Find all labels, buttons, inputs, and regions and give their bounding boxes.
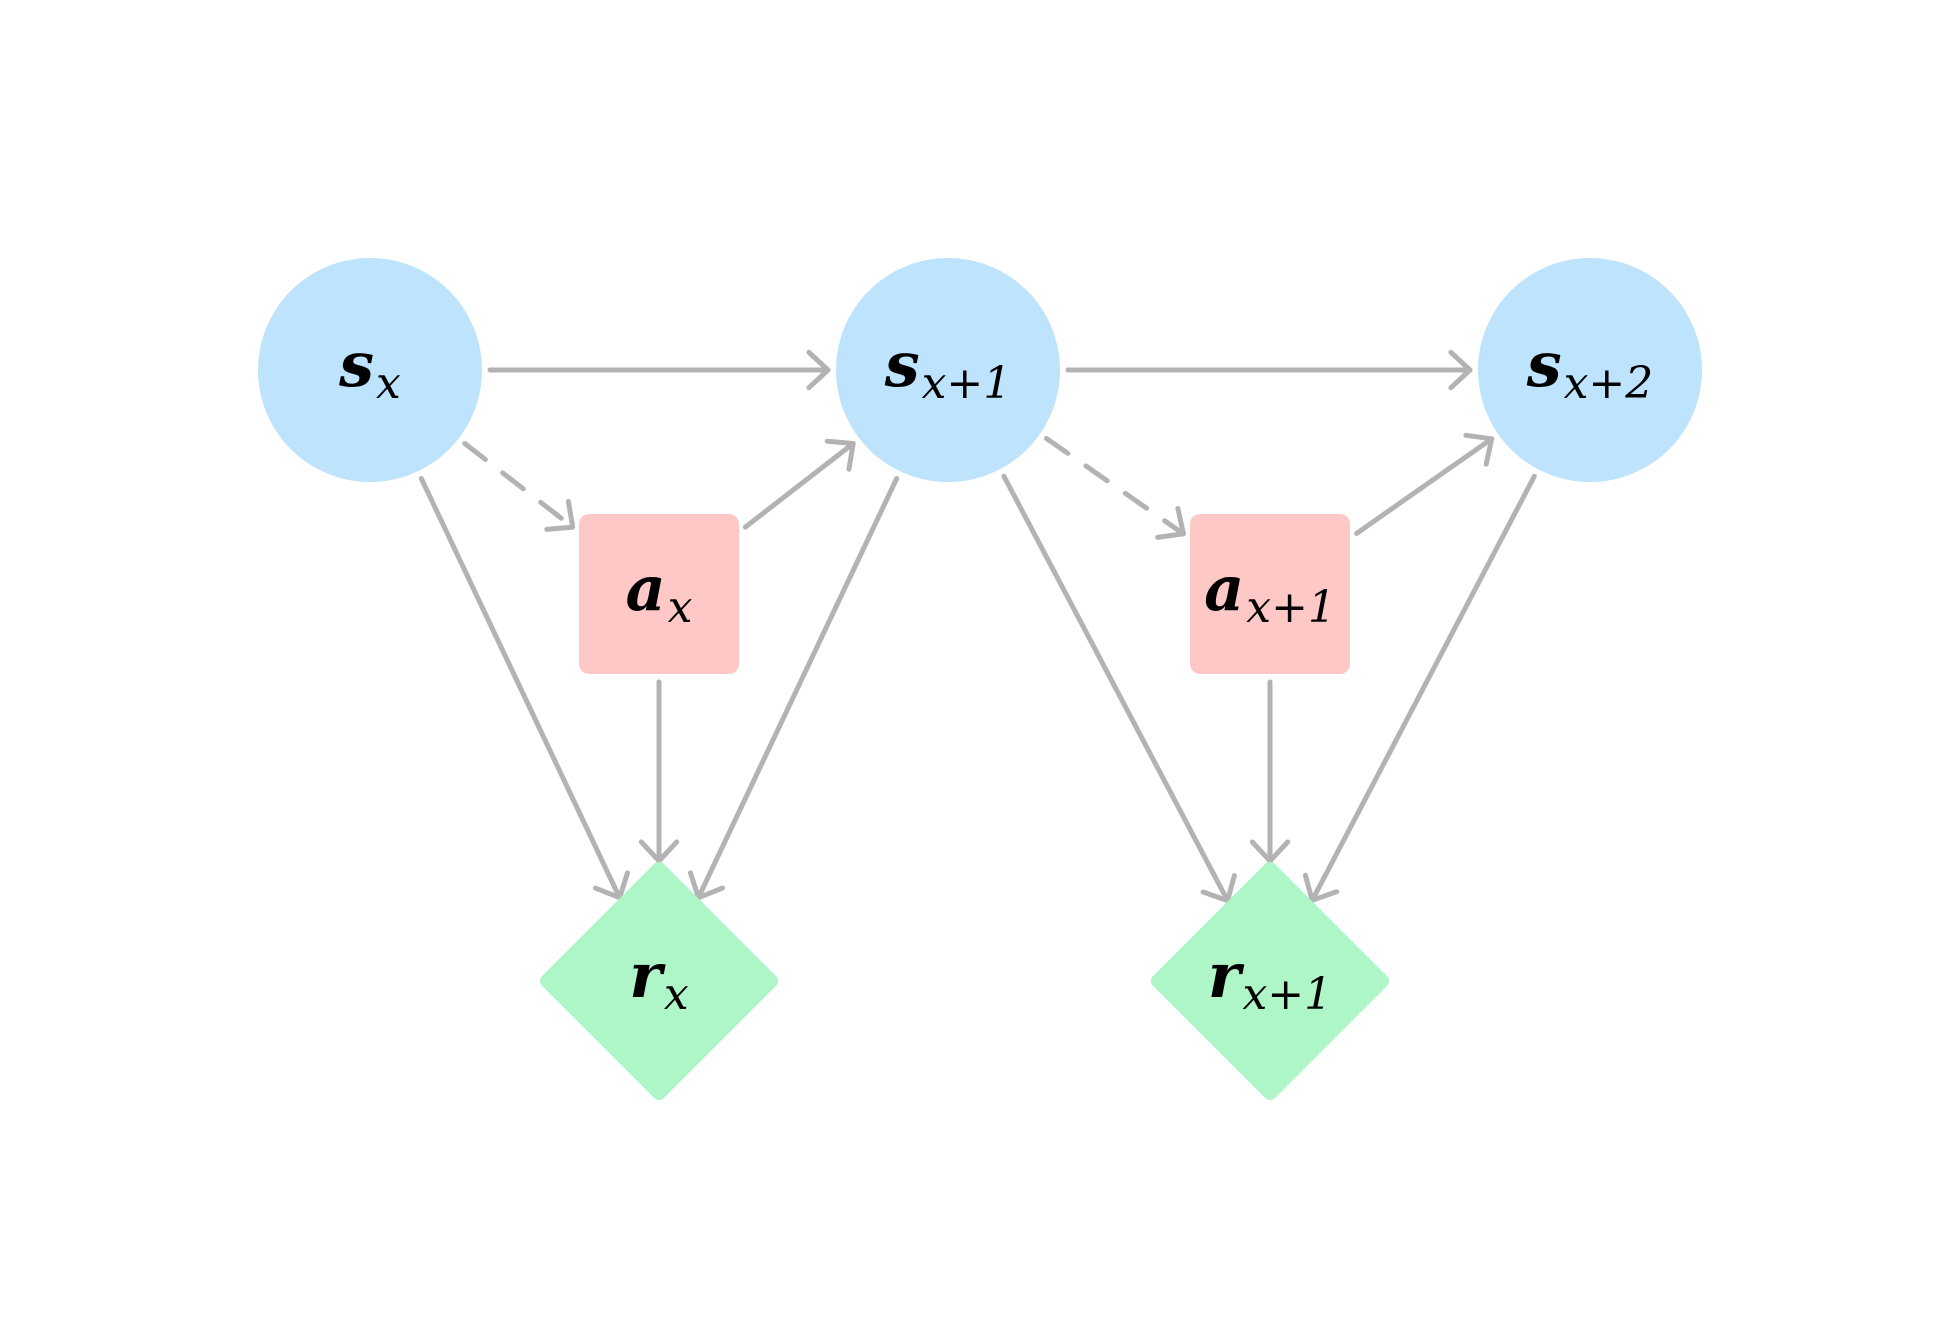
label-subscript: x xyxy=(668,582,693,633)
reward-node-r1: rx+1 xyxy=(1151,862,1389,1100)
state-label: sx xyxy=(338,328,401,409)
edge-s1-a1 xyxy=(1044,436,1186,540)
arrowhead-icon xyxy=(1448,349,1473,391)
reward-shape xyxy=(540,862,778,1100)
edge-a0-r0 xyxy=(638,679,680,864)
edge-line xyxy=(462,441,576,530)
reward-shape xyxy=(1151,862,1389,1100)
state-node-s0: sx xyxy=(258,258,482,482)
label-subscript: x+2 xyxy=(1564,358,1654,409)
label-main: a xyxy=(625,552,665,625)
edge-s0-s1 xyxy=(487,349,831,391)
action-shape xyxy=(579,514,739,674)
state-node-s1: sx+1 xyxy=(836,258,1060,482)
arrowhead-icon xyxy=(593,870,630,901)
label-subscript: x+1 xyxy=(1246,582,1336,633)
edge-line xyxy=(695,476,900,901)
edge-s1-r0 xyxy=(688,476,900,901)
state-label: sx+1 xyxy=(884,328,1012,409)
edge-line xyxy=(1309,473,1537,903)
label-main: r xyxy=(629,939,666,1012)
edge-a1-r1 xyxy=(1249,679,1291,864)
edge-line xyxy=(1001,473,1231,904)
arrowhead-icon xyxy=(1155,505,1186,540)
state-shape xyxy=(1478,258,1702,482)
edge-line xyxy=(1354,436,1495,536)
label-main: r xyxy=(1208,939,1245,1012)
edge-line xyxy=(418,476,623,901)
arrowhead-icon xyxy=(806,349,831,391)
arrowhead-icon xyxy=(638,839,680,864)
action-label: ax+1 xyxy=(1204,552,1336,633)
action-label: ax xyxy=(625,552,692,633)
action-node-a0: ax xyxy=(579,514,739,674)
edge-a1-s2 xyxy=(1354,432,1495,536)
edge-line xyxy=(1044,436,1186,537)
label-subscript: x xyxy=(376,358,401,409)
edge-a0-s1 xyxy=(742,438,856,530)
arrowhead-icon xyxy=(1302,872,1340,903)
state-shape xyxy=(836,258,1060,482)
action-shape xyxy=(1190,514,1350,674)
state-shape xyxy=(258,258,482,482)
edges-layer xyxy=(418,349,1537,904)
arrowhead-icon xyxy=(1249,839,1291,864)
state-node-s2: sx+2 xyxy=(1478,258,1702,482)
label-subscript: x+1 xyxy=(1242,969,1332,1020)
edge-s2-r1 xyxy=(1302,473,1537,903)
edge-s0-a0 xyxy=(462,441,576,532)
edge-s1-r1 xyxy=(1001,473,1237,904)
label-main: a xyxy=(1204,552,1244,625)
arrowhead-icon xyxy=(544,498,576,532)
edge-s0-r0 xyxy=(418,476,630,901)
edge-s1-s2 xyxy=(1065,349,1473,391)
arrowhead-icon xyxy=(688,870,725,901)
reward-label: rx xyxy=(629,939,689,1020)
state-label: sx+2 xyxy=(1526,328,1654,409)
reward-node-r0: rx xyxy=(540,862,778,1100)
label-main: s xyxy=(1526,328,1562,401)
arrowhead-icon xyxy=(1463,432,1495,467)
action-node-a1: ax+1 xyxy=(1190,514,1350,674)
label-main: s xyxy=(884,328,920,401)
arrowhead-icon xyxy=(1200,873,1237,904)
label-main: s xyxy=(338,328,374,401)
edge-line xyxy=(742,441,856,530)
label-subscript: x+1 xyxy=(922,358,1012,409)
arrowhead-icon xyxy=(824,438,856,472)
label-subscript: x xyxy=(664,969,689,1020)
reward-label: rx+1 xyxy=(1208,939,1332,1020)
